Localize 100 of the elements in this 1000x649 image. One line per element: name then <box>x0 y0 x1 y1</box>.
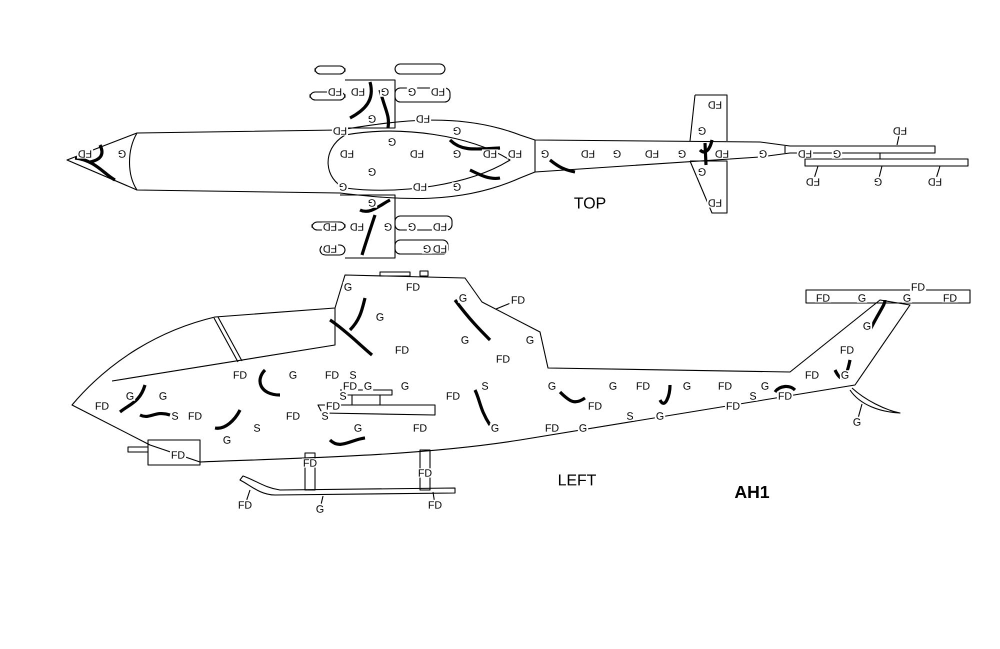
pattern-letter: G <box>452 149 462 159</box>
pattern-letter: FD <box>408 149 426 159</box>
pattern-letter: G <box>872 177 884 187</box>
pattern-letter: FD <box>186 411 204 421</box>
pattern-letter: FD <box>430 87 446 97</box>
pattern-letter: G <box>116 149 128 159</box>
pattern-letter: S <box>748 391 758 401</box>
view-label: TOP <box>574 197 606 209</box>
leader-line <box>896 136 900 146</box>
leader-line <box>320 496 324 504</box>
pattern-letter: S <box>480 381 490 391</box>
pattern-letter: FD <box>416 468 434 478</box>
pattern-letter: G <box>862 321 872 331</box>
pattern-letter: FD <box>544 423 560 433</box>
pattern-letter: FD <box>804 370 820 380</box>
pattern-letter: G <box>608 381 618 391</box>
pattern-letter: FD <box>494 354 512 364</box>
pattern-letter: G <box>452 182 462 192</box>
pattern-letter: G <box>288 370 298 380</box>
pattern-letter: FD <box>706 198 724 208</box>
pattern-letter: G <box>382 222 394 232</box>
pattern-letter: FD <box>324 370 340 380</box>
pattern-letter: G <box>852 417 862 427</box>
pattern-letter: G <box>676 149 688 159</box>
pattern-letter: G <box>366 167 378 177</box>
pattern-letter: S <box>348 370 358 380</box>
pattern-letter: FD <box>506 149 524 159</box>
pattern-letter: G <box>400 381 410 391</box>
pattern-letter: FD <box>76 149 94 159</box>
pattern-letter: G <box>654 411 666 421</box>
pattern-letter: FD <box>444 391 462 401</box>
pattern-letter: FD <box>910 282 926 292</box>
pattern-letter: FD <box>804 177 822 187</box>
pattern-letter: G <box>406 87 418 97</box>
pattern-letter: FD <box>714 149 730 159</box>
pattern-letter: G <box>758 149 768 159</box>
pattern-letter: G <box>524 335 536 345</box>
pattern-letter: FD <box>510 295 526 305</box>
pattern-letter: G <box>490 423 500 433</box>
pattern-letter: G <box>342 282 354 292</box>
pattern-letter: FD <box>394 345 410 355</box>
pattern-letter: G <box>458 293 468 303</box>
pattern-letter: FD <box>324 401 342 411</box>
pattern-letter: FD <box>236 500 254 510</box>
leader-line <box>936 166 940 177</box>
pattern-letter: S <box>170 411 180 421</box>
pattern-letter: FD <box>580 149 596 159</box>
pattern-letter: FD <box>926 177 944 187</box>
pattern-letter: G <box>902 293 912 303</box>
pattern-letter: FD <box>426 500 444 510</box>
pattern-letter: G <box>578 423 588 433</box>
pattern-letter: G <box>222 435 232 445</box>
view-label: AH1 <box>734 486 770 498</box>
pattern-letter: G <box>840 370 850 380</box>
pattern-letter: FD <box>814 293 832 303</box>
leader-line <box>496 303 510 310</box>
pattern-letter: G <box>540 149 550 159</box>
pattern-letter: S <box>252 423 262 433</box>
pattern-letter: G <box>352 423 364 433</box>
pattern-letter: G <box>856 293 868 303</box>
pattern-letter: S <box>320 411 330 421</box>
pattern-letter: G <box>832 149 842 159</box>
leader-line <box>858 404 863 417</box>
pattern-letter: G <box>696 126 708 136</box>
pattern-letter: FD <box>432 222 448 232</box>
pattern-letter: G <box>366 114 378 124</box>
pattern-letter: FD <box>838 345 856 355</box>
pattern-letter: FD <box>796 149 814 159</box>
pattern-letter: FD <box>634 381 652 391</box>
pattern-letter: FD <box>326 87 344 97</box>
pattern-letter: FD <box>404 282 422 292</box>
pattern-letter: G <box>124 391 136 401</box>
pattern-letter: G <box>760 381 770 391</box>
leader-line <box>814 166 818 177</box>
pattern-letter: FD <box>716 381 734 391</box>
pattern-letter: FD <box>302 458 318 468</box>
view-label: LEFT <box>558 474 596 486</box>
pattern-letter: G <box>366 198 378 208</box>
pattern-letter: G <box>406 222 418 232</box>
pattern-letter: FD <box>94 401 110 411</box>
pattern-letter: G <box>696 167 708 177</box>
pattern-letter: G <box>386 137 398 147</box>
pattern-letter: G <box>546 381 558 391</box>
pattern-letter: FD <box>338 149 356 159</box>
pattern-letter: FD <box>284 411 302 421</box>
pattern-letter: FD <box>586 401 604 411</box>
pattern-letter: FD <box>342 381 358 391</box>
leader-line <box>878 166 883 177</box>
pattern-letter: G <box>460 335 470 345</box>
pattern-letter: G <box>682 381 692 391</box>
pattern-letter: G <box>422 244 432 254</box>
pattern-letter: S <box>338 391 348 401</box>
pattern-letter: G <box>314 504 326 514</box>
pattern-letter: G <box>380 87 390 97</box>
pattern-letter: FD <box>724 401 742 411</box>
pattern-letter: FD <box>412 182 428 192</box>
leader-line <box>246 490 250 500</box>
pattern-letter: FD <box>332 126 348 136</box>
pattern-letter: FD <box>432 244 448 254</box>
pattern-letter: G <box>362 381 374 391</box>
